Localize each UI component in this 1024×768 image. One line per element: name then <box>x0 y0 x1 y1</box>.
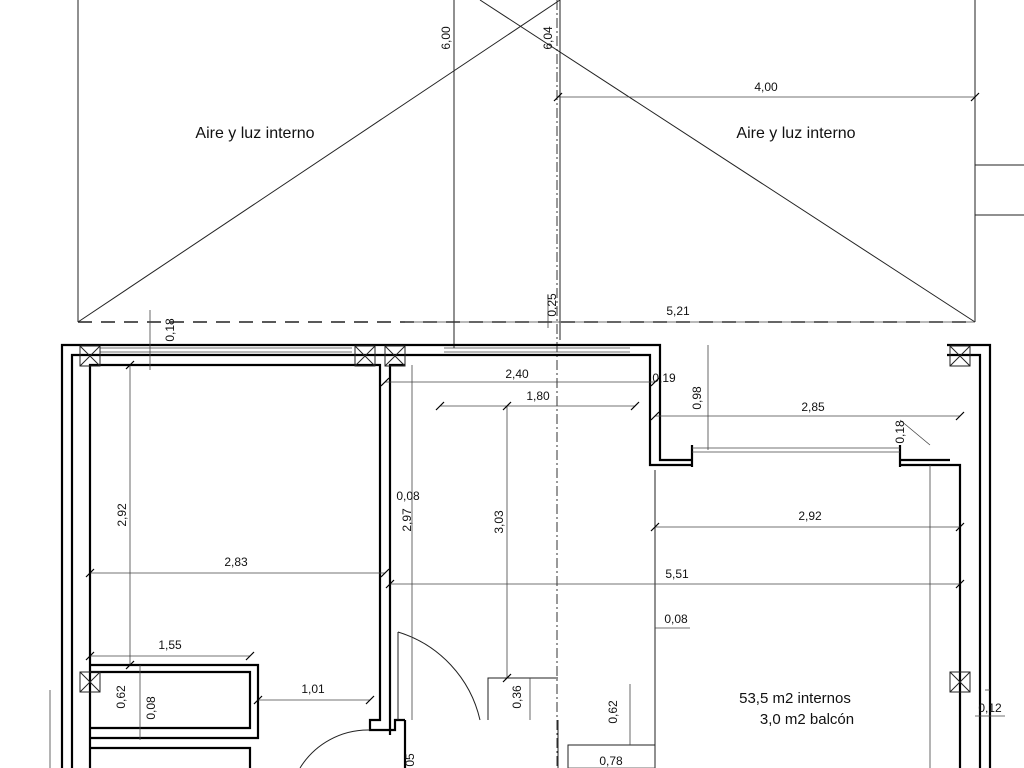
dim-1-55: 1,55 <box>158 638 182 652</box>
dim-0-19: 0,19 <box>652 371 676 385</box>
dim-0-78: 0,78 <box>599 754 623 768</box>
dim-1-80: 1,80 <box>526 389 550 403</box>
dim-0-25: 0,25 <box>545 293 559 317</box>
dim-0-62-kitchen: 0,62 <box>606 700 620 724</box>
walls <box>60 343 992 768</box>
dim-0-12: 0,12 <box>978 701 1002 715</box>
balcony-area-label: 3,0 m2 balcón <box>760 711 854 728</box>
dim-5-21: 5,21 <box>666 304 690 318</box>
dim-4-00: 4,00 <box>754 80 778 94</box>
dim-2-85: 2,85 <box>801 400 825 414</box>
dimension-lines <box>49 92 1005 768</box>
dim-0-08-mid: 0,08 <box>396 489 420 503</box>
dim-5-51: 5,51 <box>665 567 689 581</box>
dim-6-04: 6,04 <box>541 26 555 50</box>
structural-columns <box>79 345 971 693</box>
left-courtyard-label: Aire y luz interno <box>195 125 314 142</box>
dim-0-18-right: 0,18 <box>893 420 907 444</box>
dim-0-08-closet: 0,08 <box>144 696 158 720</box>
right-courtyard-label: Aire y luz interno <box>736 125 855 142</box>
dim-3-03: 3,03 <box>492 510 506 534</box>
dim-0-18-top: 0,18 <box>163 318 177 342</box>
dim-0-36: 0,36 <box>510 685 524 709</box>
courtyard-lines <box>77 0 1024 768</box>
dim-0-98: 0,98 <box>690 386 704 410</box>
dim-0-08-right: 0,08 <box>664 612 688 626</box>
dim-1-01: 1,01 <box>301 682 325 696</box>
internal-area-label: 53,5 m2 internos <box>739 690 851 707</box>
dim-0-62-left: 0,62 <box>114 685 128 709</box>
dim-2-40: 2,40 <box>505 367 529 381</box>
dim-2-92-left: 2,92 <box>115 503 129 527</box>
dim-2-92-right: 2,92 <box>798 509 822 523</box>
dim-2-97: 2,97 <box>400 508 414 532</box>
dim-6-00: 6,00 <box>439 26 453 50</box>
dim-2-83: 2,83 <box>224 555 248 569</box>
dim-05: 05 <box>403 753 417 767</box>
